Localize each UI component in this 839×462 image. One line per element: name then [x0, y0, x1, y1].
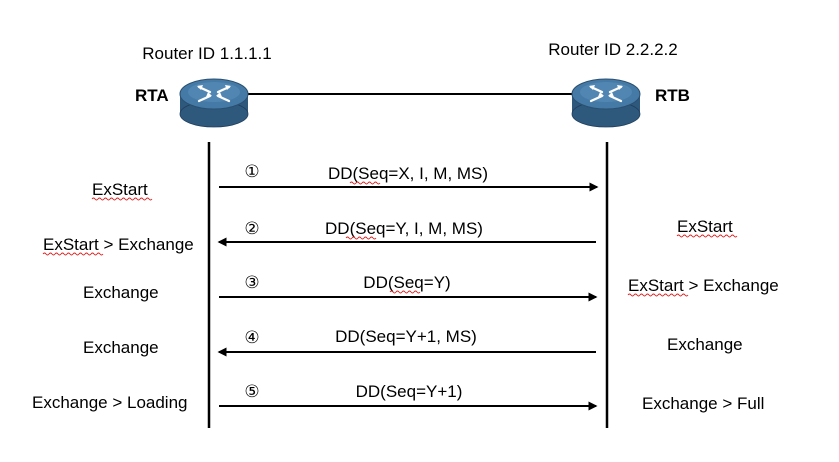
rtb-state-1: ExStart [677, 217, 733, 236]
rtb-state-3: Exchange [667, 335, 743, 354]
rta-router-icon [179, 78, 249, 128]
message-3-number: ③ [244, 273, 259, 292]
message-1-number: ① [244, 162, 259, 181]
rtb-router-id: Router ID 2.2.2.2 [548, 40, 677, 59]
message-5-label: DD(Seq=Y+1) [356, 382, 463, 401]
rta-state-1: ExStart [92, 180, 148, 199]
rta-router-id: Router ID 1.1.1.1 [142, 44, 271, 63]
rtb-state-4: Exchange > Full [642, 394, 764, 413]
rtb-state-2: ExStart > Exchange [628, 276, 779, 295]
rta-name: RTA [135, 86, 169, 105]
message-3-label: DD(Seq=Y) [363, 273, 450, 292]
rta-state-4: Exchange [83, 338, 159, 357]
rta-state-3: Exchange [83, 283, 159, 302]
message-5-number: ⑤ [244, 382, 259, 401]
message-4-label: DD(Seq=Y+1, MS) [335, 327, 477, 346]
rtb-router-icon [571, 78, 641, 128]
message-4-number: ④ [244, 328, 259, 347]
rta-state-5: Exchange > Loading [32, 393, 188, 412]
spellcheck-underlines [42, 181, 738, 297]
message-2-label: DD(Seq=Y, I, M, MS) [325, 219, 483, 238]
message-1-label: DD(Seq=X, I, M, MS) [328, 164, 488, 183]
rtb-name: RTB [655, 86, 690, 105]
rta-state-2: ExStart > Exchange [43, 235, 194, 254]
message-2-number: ② [244, 219, 259, 238]
